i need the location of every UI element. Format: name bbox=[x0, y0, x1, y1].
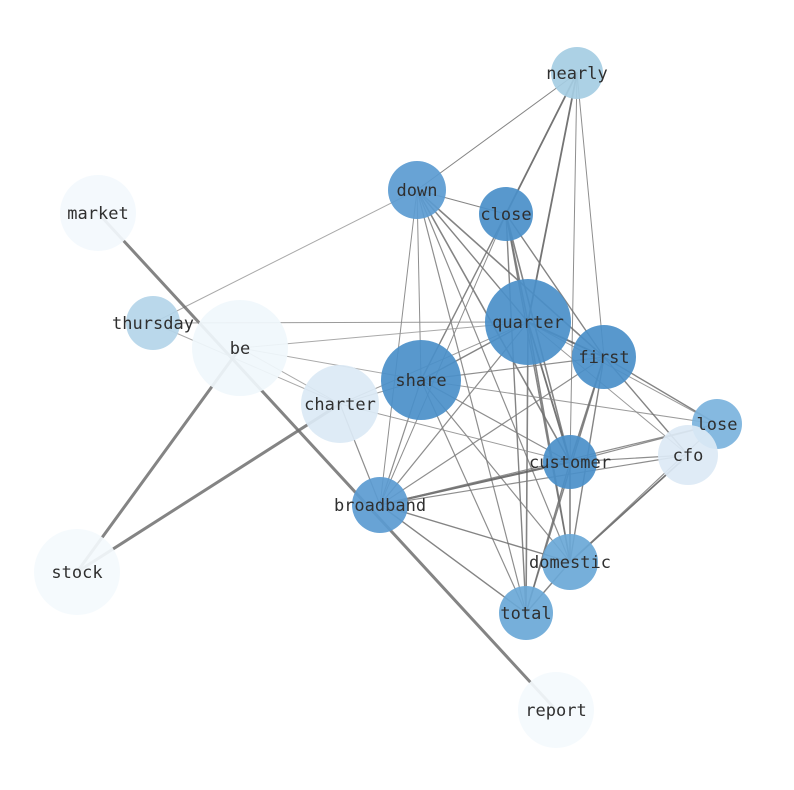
graph-edge bbox=[239, 321, 529, 349]
graph-edge bbox=[152, 189, 418, 324]
graph-node-first[interactable] bbox=[572, 325, 636, 389]
graph-edge bbox=[569, 72, 578, 463]
labels-layer: nearly down close market quarter thursday be fi… bbox=[51, 64, 737, 721]
graph-edge bbox=[420, 379, 718, 425]
node-label-broadband: broadband bbox=[334, 496, 426, 516]
graph-edge bbox=[505, 213, 527, 614]
node-label-thursday: thursday bbox=[112, 314, 194, 334]
graph-edge bbox=[379, 504, 571, 563]
graph-node-market[interactable] bbox=[60, 175, 136, 251]
node-label-customer: customer bbox=[529, 453, 611, 473]
node-label-quarter: quarter bbox=[492, 313, 564, 333]
node-label-nearly: nearly bbox=[546, 64, 607, 84]
graph-edge bbox=[416, 189, 605, 358]
node-label-cfo: cfo bbox=[673, 446, 704, 466]
graph-edge bbox=[379, 356, 605, 506]
graph-edge bbox=[379, 504, 527, 614]
graph-edge bbox=[416, 189, 571, 563]
node-label-charter: charter bbox=[304, 395, 376, 415]
node-label-stock: stock bbox=[51, 563, 102, 583]
graph-node-close[interactable] bbox=[479, 187, 533, 241]
graph-node-cfo[interactable] bbox=[658, 425, 718, 485]
graph-node-broadband[interactable] bbox=[352, 477, 408, 533]
graph-node-quarter[interactable] bbox=[485, 279, 571, 365]
graph-edge bbox=[339, 403, 571, 463]
node-label-total: total bbox=[500, 604, 551, 624]
graph-node-domestic[interactable] bbox=[542, 534, 598, 590]
graph-edge bbox=[96, 211, 558, 712]
graph-node-be[interactable] bbox=[192, 300, 288, 396]
graph-edge bbox=[379, 454, 689, 506]
graph-edge bbox=[416, 72, 578, 191]
graph-node-customer[interactable] bbox=[543, 435, 597, 489]
graph-edge bbox=[75, 402, 342, 574]
graph-node-total[interactable] bbox=[499, 586, 553, 640]
graph-edge bbox=[576, 72, 605, 358]
graph-node-down[interactable] bbox=[388, 161, 446, 219]
graph-node-share[interactable] bbox=[381, 340, 461, 420]
node-label-lose: lose bbox=[697, 415, 738, 435]
graph-node-thursday[interactable] bbox=[126, 296, 180, 350]
graph-edge bbox=[416, 189, 527, 614]
graph-node-stock[interactable] bbox=[34, 529, 120, 615]
node-label-first: first bbox=[578, 348, 629, 368]
node-label-domestic: domestic bbox=[529, 553, 611, 573]
node-label-down: down bbox=[397, 181, 438, 201]
node-label-share: share bbox=[395, 371, 446, 391]
nodes-layer bbox=[34, 47, 742, 748]
graph-node-report[interactable] bbox=[518, 672, 594, 748]
node-label-be: be bbox=[230, 339, 250, 359]
node-label-market: market bbox=[67, 204, 128, 224]
graph-node-charter[interactable] bbox=[301, 365, 379, 443]
node-label-close: close bbox=[480, 205, 531, 225]
graph-edge bbox=[420, 379, 527, 614]
graph-edge bbox=[525, 321, 529, 614]
node-label-report: report bbox=[525, 701, 586, 721]
graph-node-nearly[interactable] bbox=[551, 47, 603, 99]
